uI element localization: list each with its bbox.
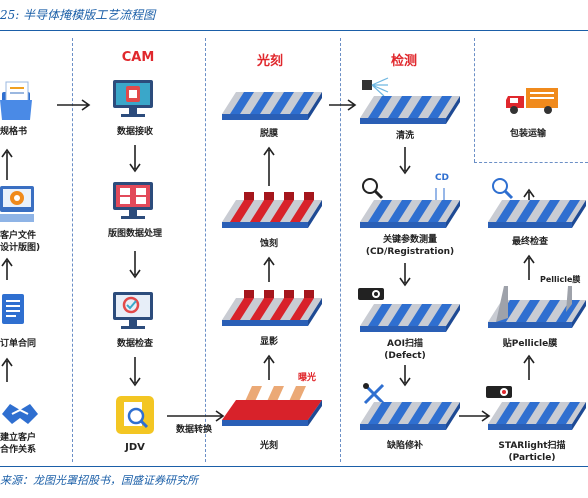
footer-divider	[0, 466, 588, 467]
customer-file-icon	[0, 186, 34, 222]
arrow-up-6	[263, 354, 275, 380]
arrow-down-6	[399, 365, 411, 387]
final-check-plate-graphic	[488, 200, 586, 228]
arrow-right-3	[329, 99, 357, 111]
exposure-tag: 曝光	[297, 373, 316, 383]
step-customer-file-label-2: 设计版图)	[0, 243, 41, 253]
spec-folder-icon	[0, 81, 32, 120]
step-data-check-label: 数据检查	[116, 339, 153, 349]
step-aoi-label-2: (Defect)	[384, 351, 426, 361]
arrow-up-5	[263, 256, 275, 282]
arrow-up-1	[1, 148, 13, 180]
spray-nozzle-icon	[362, 77, 389, 97]
data-receive-monitor-icon	[113, 80, 153, 117]
arrow-up-4	[263, 146, 275, 186]
handshake-icon	[2, 404, 38, 424]
layout-process-monitor-icon	[113, 182, 153, 219]
etch-plate-graphic	[222, 192, 322, 228]
arrow-right-4	[459, 410, 491, 422]
step-spec-label: 规格书	[0, 127, 28, 137]
figure-title: 25: 半导体掩模版工艺流程图	[0, 8, 156, 22]
separator-4	[474, 38, 475, 162]
magnifier-icon-1	[362, 178, 384, 200]
step-cd-label-1: 关键参数测量	[382, 235, 437, 245]
arrow-down-5	[399, 263, 411, 287]
step-starlight-label-2: (Particle)	[508, 453, 556, 463]
aoi-plate-graphic	[360, 304, 460, 332]
cd-tag: CD	[434, 173, 450, 183]
arrow-right-1	[57, 99, 91, 111]
step-relation-label-1: 建立客户	[0, 433, 37, 443]
repair-plate-graphic	[360, 402, 460, 430]
step-ship-label: 包装运输	[509, 129, 546, 139]
arrow-down-1	[129, 145, 141, 173]
develop-plate-graphic	[222, 290, 322, 326]
arrow-down-3	[129, 357, 141, 387]
arrow-up-9	[523, 254, 535, 280]
step-strip-label: 脱膜	[259, 129, 278, 139]
step-aoi-label-1: AOI扫描	[387, 339, 423, 349]
step-develop-label: 显影	[259, 337, 278, 347]
step-data-receive-label: 数据接收	[116, 127, 153, 137]
separator-5	[474, 162, 588, 163]
step-clean-label: 清洗	[395, 131, 414, 141]
pellicle-plate-graphic	[488, 286, 586, 328]
step-etch-label: 蚀刻	[259, 239, 278, 249]
step-final-check-label: 最终检查	[511, 237, 548, 247]
separator-1	[72, 38, 73, 462]
step-pellicle-label: 贴Pellicle膜	[502, 339, 558, 349]
pellicle-tag: Pellicle膜	[540, 275, 581, 284]
projector-icon-1	[358, 288, 384, 300]
arrow-up-3	[1, 357, 13, 382]
step-data-convert-label: 数据转换	[175, 425, 212, 435]
step-cd-label-2: (CD/Registration)	[365, 247, 455, 257]
clean-plate-graphic	[360, 96, 460, 124]
step-layout-process-label: 版图数据处理	[107, 229, 162, 239]
arrow-down-4	[399, 147, 411, 175]
cd-plate-graphic	[360, 188, 460, 228]
step-customer-file-label-1: 客户文件	[0, 231, 37, 241]
section-litho: 光刻	[256, 54, 283, 69]
magnifier-icon-2	[492, 178, 514, 200]
arrow-up-10	[523, 354, 535, 380]
arrow-up-8	[522, 128, 536, 136]
repair-tools-icon	[363, 383, 385, 405]
projector-icon-2	[486, 386, 512, 398]
step-order-label: 订单合同	[0, 339, 37, 349]
strip-plate-graphic	[222, 92, 322, 120]
arrow-down-2	[129, 251, 141, 279]
jdv-search-icon	[116, 396, 154, 434]
starlight-plate-graphic	[488, 402, 586, 430]
source-note: 来源：龙图光罩招股书，国盛证券研究所	[0, 474, 198, 487]
step-relation-label-2: 合作关系	[0, 445, 37, 455]
arrow-up-2	[1, 257, 13, 280]
step-jdv-label: JDV	[125, 442, 145, 453]
separator-3	[340, 38, 341, 462]
expose-plate-graphic	[222, 386, 322, 426]
delivery-truck-icon	[506, 88, 558, 114]
arrow-right-2	[167, 410, 225, 422]
separator-2	[205, 38, 206, 462]
step-expose-label: 光刻	[259, 441, 278, 451]
title-divider	[0, 30, 588, 31]
section-cam: CAM	[121, 50, 155, 65]
contract-doc-icon	[2, 294, 24, 324]
data-check-monitor-icon	[113, 292, 153, 329]
section-inspect: 检测	[390, 54, 417, 69]
step-starlight-label-1: STARlight扫描	[498, 441, 566, 451]
step-repair-label: 缺陷修补	[386, 441, 423, 451]
